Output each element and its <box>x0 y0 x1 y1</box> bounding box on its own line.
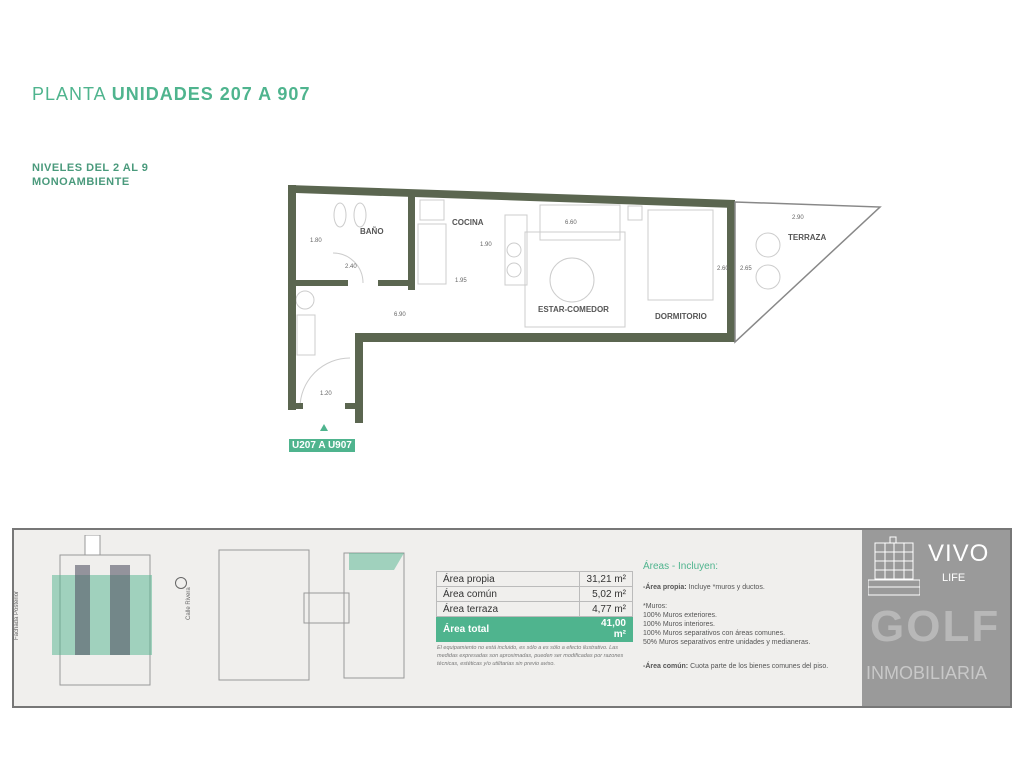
dim-label: 2.60 <box>717 266 729 272</box>
total-value: 41,00 m² <box>579 616 633 642</box>
comun-text: -Área común: Cuota parte de los bienes c… <box>643 662 828 671</box>
area-label: Área propia <box>436 571 580 587</box>
muros-list: *Muros: 100% Muros exteriores. 100% Muro… <box>643 602 810 647</box>
dim-label: 1.20 <box>320 391 332 397</box>
highlighted-unit <box>349 553 404 570</box>
room-cocina: COCINA <box>452 218 484 227</box>
dim-label: 2.90 <box>792 215 804 221</box>
area-value: 5,02 m² <box>579 586 633 602</box>
brand-sub: LIFE <box>942 572 966 584</box>
dim-label: 6.90 <box>394 312 406 318</box>
muros-item: 100% Muros exteriores. <box>643 612 717 619</box>
propia-desc: Incluye *muros y ductos. <box>688 584 765 591</box>
comun-label: -Área común: <box>643 663 689 670</box>
title-main: UNIDADES 207 A 907 <box>111 84 311 104</box>
terrace-outline <box>734 201 882 344</box>
walls <box>288 185 735 423</box>
page-title: PLANTA UNIDADES 207 A 907 <box>32 84 310 105</box>
levels-label: NIVELES DEL 2 AL 9 <box>32 162 149 174</box>
includes-title: Áreas - Incluyen: <box>643 561 719 572</box>
dim-label: 1.95 <box>455 278 467 284</box>
muros-item: 100% Muros interiores. <box>643 621 715 628</box>
brand-name: VIVO <box>928 540 990 567</box>
unit-type-label: MONOAMBIENTE <box>32 176 130 188</box>
propia-text: -Área propia: Incluye *muros y ductos. <box>643 583 765 592</box>
dim-label: 6.60 <box>565 220 577 226</box>
muros-item: *Muros: <box>643 603 668 610</box>
room-terraza: TERRAZA <box>788 233 826 242</box>
dim-label: 1.90 <box>480 242 492 248</box>
street-label: Calle Rivera <box>186 587 192 620</box>
area-label: Área común <box>436 586 580 602</box>
muros-item: 50% Muros separativos entre unidades y m… <box>643 639 811 646</box>
propia-label: -Área propia: <box>643 584 687 591</box>
dim-label: 1.80 <box>310 238 322 244</box>
unit-badge: U207 A U907 <box>289 439 355 452</box>
area-label: Área terraza <box>436 601 580 617</box>
watermark-sub: INMOBILIARIA <box>866 663 988 683</box>
facade-label: Fachada Posterior <box>14 590 20 640</box>
disclaimer-note: El equipamiento no está incluido, es sól… <box>437 645 624 667</box>
room-dormitorio: DORMITORIO <box>655 312 707 321</box>
furniture <box>295 199 781 409</box>
floor-plan: BAÑO COCINA ESTAR-COMEDOR DORMITORIO TER… <box>288 185 882 431</box>
dim-label: 2.65 <box>740 266 752 272</box>
tower-icon <box>868 536 920 596</box>
total-label: Área total <box>436 616 580 642</box>
north-icon <box>175 577 187 589</box>
area-value: 31,21 m² <box>579 571 633 587</box>
room-estar-comedor: ESTAR-COMEDOR <box>538 305 609 314</box>
title-prefix: PLANTA <box>32 84 106 104</box>
muros-item: 100% Muros separativos con áreas comunes… <box>643 630 786 637</box>
area-value: 4,77 m² <box>579 601 633 617</box>
floor-keyplan <box>218 549 405 681</box>
room-bano: BAÑO <box>360 227 384 236</box>
entrance-arrow-icon <box>320 424 328 431</box>
dim-label: 2.40 <box>345 264 357 270</box>
watermark: GOLF <box>870 602 1001 651</box>
comun-desc: Cuota parte de los bienes comunes del pi… <box>690 663 829 670</box>
brand-logo: VIVO LIFE GOLF INMOBILIARIA <box>862 530 1010 706</box>
building-facade-diagram <box>52 535 152 686</box>
